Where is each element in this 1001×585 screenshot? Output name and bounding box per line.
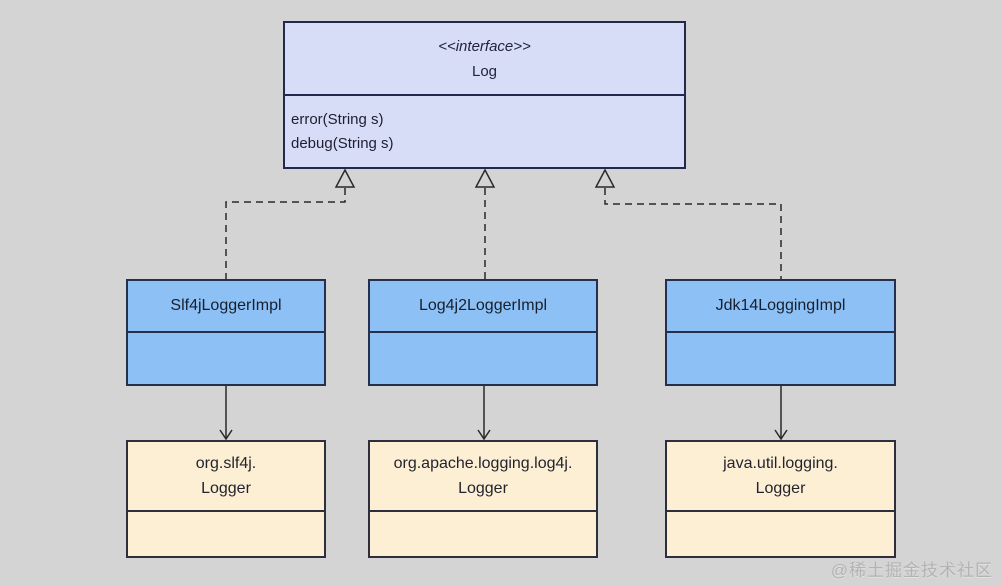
interface-stereotype: <<interface>> — [438, 37, 531, 55]
class-empty-compartment — [370, 333, 596, 384]
package-name-line1: java.util.logging. — [723, 455, 838, 472]
class-box-jdk14loggingimpl: Jdk14LoggingImpl — [665, 279, 896, 386]
class-empty-compartment — [128, 333, 324, 384]
realization-connector-jdk14 — [594, 168, 782, 279]
dependency-arrow-log4j2 — [477, 386, 491, 441]
package-box-org-apache-logging-log4j-logger: org.apache.logging.log4j. Logger — [368, 440, 598, 558]
package-title-compartment: org.apache.logging.log4j. Logger — [370, 442, 596, 512]
package-empty-compartment — [370, 512, 596, 556]
package-name-line1: org.slf4j. — [195, 455, 257, 472]
interface-name: Log — [471, 62, 498, 80]
watermark-text: @稀土掘金技术社区 — [830, 561, 993, 580]
class-name: Jdk14LoggingImpl — [667, 281, 894, 333]
hollow-triangle-icon — [474, 168, 496, 188]
package-box-java-util-logging-logger: java.util.logging. Logger — [665, 440, 896, 558]
class-box-slf4jloggerimpl: Slf4jLoggerImpl — [126, 279, 326, 386]
dependency-arrow-jdk14 — [774, 386, 788, 441]
open-arrowhead-icon — [219, 429, 233, 441]
class-box-log4j2loggerimpl: Log4j2LoggerImpl — [368, 279, 598, 386]
interface-log-box: <<interface>> Log error(String s) debug(… — [283, 21, 686, 169]
interface-method-debug: debug(String s) — [291, 135, 394, 152]
package-name-line2: Logger — [458, 480, 508, 497]
interface-title-compartment: <<interface>> Log — [285, 23, 684, 96]
class-empty-compartment — [667, 333, 894, 384]
package-empty-compartment — [128, 512, 324, 556]
interface-method-error: error(String s) — [291, 111, 384, 128]
package-name-line2: Logger — [201, 480, 251, 497]
interface-methods-compartment: error(String s) debug(String s) — [285, 96, 684, 167]
class-name: Slf4jLoggerImpl — [128, 281, 324, 333]
package-title-compartment: org.slf4j. Logger — [128, 442, 324, 512]
realization-connector-slf4j — [225, 168, 356, 279]
open-arrowhead-icon — [477, 429, 491, 441]
realization-connector-log4j2 — [474, 168, 496, 279]
hollow-triangle-icon — [594, 168, 616, 188]
package-title-compartment: java.util.logging. Logger — [667, 442, 894, 512]
dependency-arrow-slf4j — [219, 386, 233, 441]
open-arrowhead-icon — [774, 429, 788, 441]
class-name: Log4j2LoggerImpl — [370, 281, 596, 333]
hollow-triangle-icon — [334, 168, 356, 188]
package-name-line2: Logger — [755, 480, 806, 497]
package-box-org-slf4j-logger: org.slf4j. Logger — [126, 440, 326, 558]
package-empty-compartment — [667, 512, 894, 556]
package-name-line1: org.apache.logging.log4j. — [393, 455, 573, 472]
